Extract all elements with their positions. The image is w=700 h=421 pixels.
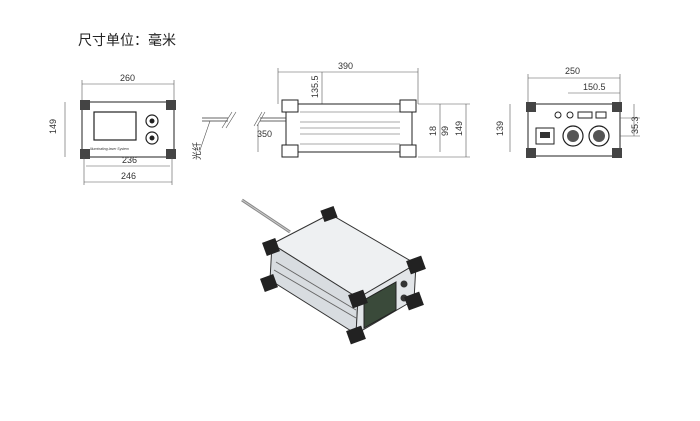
- iso-corner-guard: [260, 274, 278, 292]
- rear-connector: [554, 111, 562, 119]
- corner-guard: [612, 102, 622, 112]
- display-screen: [93, 111, 137, 141]
- corner-guard: [80, 100, 90, 110]
- corner-guard: [526, 102, 536, 112]
- front-height-label: 149: [48, 119, 58, 134]
- corner-guard: [281, 144, 299, 158]
- iso-fin-line: [275, 261, 357, 311]
- panel-brand-text: Illuminating laser System: [90, 147, 129, 151]
- isometric-view: [241, 198, 426, 345]
- rear-width-label: 250: [565, 66, 580, 76]
- iso-corner-guard: [320, 205, 338, 223]
- front-inner-width-label: 236: [122, 155, 137, 165]
- fan-hub: [567, 130, 579, 142]
- fiber-length-label: 350: [257, 129, 272, 139]
- break-mark: [253, 111, 263, 127]
- fiber-detail: 光纤: [191, 111, 237, 160]
- break-mark: [221, 111, 233, 129]
- units-title: 尺寸单位：毫米: [78, 33, 176, 49]
- rear-port: [577, 111, 593, 119]
- fan-hub: [593, 130, 605, 142]
- iso-corner-guard: [406, 255, 426, 275]
- iso-knob: [400, 280, 408, 288]
- rear-offset-label: 150.5: [583, 82, 606, 92]
- side-offset-label: 135.5: [310, 75, 320, 98]
- iso-corner-guard: [404, 291, 424, 311]
- corner-guard: [526, 148, 536, 158]
- front-view: 260 149 Illuminating laser System 236 24…: [48, 73, 176, 185]
- rear-view: 250 150.5 139 35.3: [495, 66, 640, 158]
- iso-corner-guard: [346, 325, 366, 345]
- corner-guard: [80, 149, 90, 159]
- iso-corner-guard: [262, 238, 280, 256]
- side-view: 390 135.5 350 18 99 149: [253, 61, 470, 158]
- iso-fin-line: [273, 269, 357, 319]
- corner-guard: [399, 99, 417, 113]
- rear-height-label: 139: [495, 121, 505, 136]
- corner-guard: [281, 99, 299, 113]
- knob-center: [149, 118, 155, 124]
- side-inner-height-label: 99: [440, 126, 450, 136]
- side-small-label: 18: [428, 126, 438, 136]
- side-height-label: 149: [454, 121, 464, 136]
- rear-port: [595, 111, 607, 119]
- leader-line: [199, 120, 211, 151]
- front-width-label: 260: [120, 73, 135, 83]
- rear-connector: [566, 111, 574, 119]
- corner-guard: [612, 148, 622, 158]
- knob-center: [149, 135, 155, 141]
- break-mark: [256, 111, 266, 127]
- power-inlet-socket: [540, 132, 550, 138]
- rear-right-label: 35.3: [630, 116, 640, 134]
- corner-guard: [166, 100, 176, 110]
- iso-corner-guard: [348, 289, 368, 309]
- front-bottom-width-label: 246: [121, 171, 136, 181]
- corner-guard: [166, 149, 176, 159]
- corner-guard: [399, 144, 417, 158]
- side-length-label: 390: [338, 61, 353, 71]
- iso-display-screen: [363, 281, 397, 329]
- fiber-label: 光纤: [191, 142, 202, 160]
- iso-fiber-highlight: [241, 199, 291, 233]
- break-mark: [225, 111, 237, 129]
